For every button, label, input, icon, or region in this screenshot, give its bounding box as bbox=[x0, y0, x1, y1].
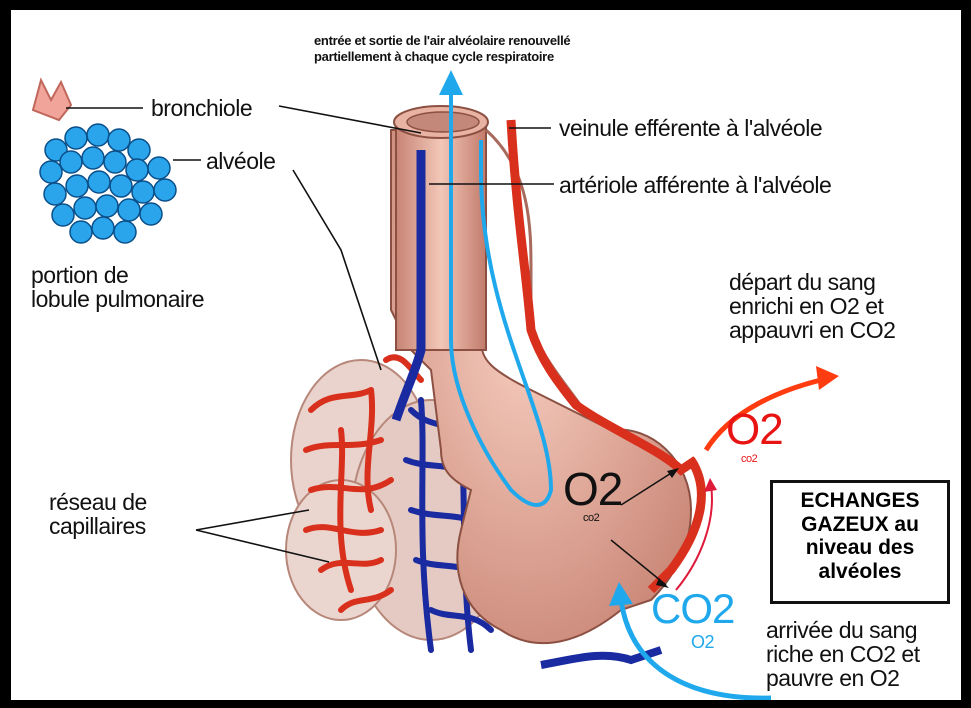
arrivee-label: arrivée du sang riche en CO2 et pauvre e… bbox=[766, 618, 920, 690]
veinule-label: veinule efférente à l'alvéole bbox=[559, 115, 822, 142]
o2-out-label: O2 bbox=[726, 405, 783, 455]
reseau-label: réseau de capillaires bbox=[49, 490, 147, 538]
alveole-label: alvéole bbox=[206, 148, 275, 175]
co2-inside-label: co2 bbox=[583, 512, 599, 524]
depart-label: départ du sang enrichi en O2 et appauvri… bbox=[729, 270, 895, 342]
portion-label: portion de lobule pulmonaire bbox=[31, 263, 204, 311]
arteriole-label: artériole afférente à l'alvéole bbox=[559, 172, 831, 199]
bronchiole-label: bronchiole bbox=[151, 95, 252, 122]
o2-inside-label: O2 bbox=[563, 462, 622, 516]
co2-in-label: CO2 bbox=[651, 585, 734, 633]
title-box: ECHANGES GAZEUX au niveau des alvéoles bbox=[770, 480, 950, 604]
co2-out-small-label: co2 bbox=[741, 453, 757, 465]
o2-in-small-label: O2 bbox=[691, 632, 714, 653]
diagram-frame: entrée et sortie de l'air alvéolaire ren… bbox=[11, 10, 961, 700]
air-flow-label: entrée et sortie de l'air alvéolaire ren… bbox=[314, 33, 570, 64]
